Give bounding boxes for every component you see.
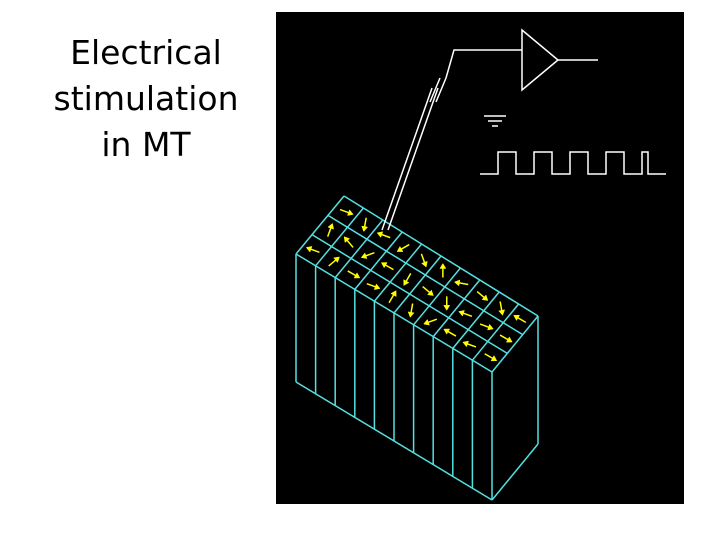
direction-arrow (484, 353, 498, 362)
direction-arrow (443, 328, 457, 337)
direction-arrow (423, 318, 438, 326)
direction-arrow (326, 222, 334, 237)
ground-icon (484, 115, 506, 127)
pulse-train (480, 151, 666, 175)
direction-arrow (343, 236, 354, 248)
direction-arrow (498, 301, 506, 316)
direction-arrow (422, 286, 434, 296)
cortical-columns (295, 195, 539, 501)
title-line-1: Electrical (70, 33, 222, 72)
direction-arrow (513, 314, 527, 323)
title-line-2: stimulation (53, 79, 239, 119)
direction-arrow (388, 290, 397, 304)
top-grid-line (452, 291, 500, 349)
top-grid-line (432, 279, 481, 338)
electrode (381, 49, 522, 231)
direction-arrow (407, 303, 415, 318)
top-grid-line (471, 303, 520, 361)
direction-arrow (366, 282, 381, 290)
top-grid-line (354, 231, 403, 290)
direction-arrow (403, 272, 412, 286)
direction-arrow (361, 217, 369, 232)
top-grid-line (413, 267, 461, 326)
top-grid-line (491, 315, 539, 373)
top-grid-line (343, 195, 539, 317)
direction-arrow (347, 270, 361, 279)
direction-arrow (339, 208, 354, 216)
direction-arrow (380, 262, 394, 271)
direction-arrow (453, 279, 469, 287)
column-bottom-edge (295, 381, 493, 501)
direction-arrow (458, 310, 473, 318)
title-line-3: in MT (101, 125, 191, 165)
direction-arrow (376, 231, 391, 239)
top-grid-line (327, 214, 524, 336)
direction-arrow (328, 256, 340, 267)
direction-arrow (305, 246, 320, 254)
column-bottom-edge (491, 443, 539, 501)
amplifier-icon (521, 28, 598, 92)
direction-arrow (462, 340, 477, 348)
direction-arrow (476, 290, 489, 301)
direction-arrows (305, 208, 527, 362)
top-grid-line (373, 243, 423, 302)
diagram-canvas (295, 28, 666, 501)
direction-arrow (360, 251, 375, 259)
top-grid-line (295, 195, 345, 255)
direction-arrow (479, 323, 494, 331)
top-grid-line (334, 219, 384, 279)
top-grid-line (393, 255, 442, 314)
direction-arrow (420, 253, 428, 268)
direction-arrow (396, 243, 410, 252)
top-grid-line (311, 234, 508, 354)
direction-arrow (443, 296, 451, 311)
slide-title: Electrical stimulation in MT (30, 30, 262, 169)
top-grid-line (315, 207, 364, 267)
direction-arrow (439, 262, 447, 278)
mt-stimulation-diagram (276, 12, 684, 504)
direction-arrow (499, 334, 513, 343)
